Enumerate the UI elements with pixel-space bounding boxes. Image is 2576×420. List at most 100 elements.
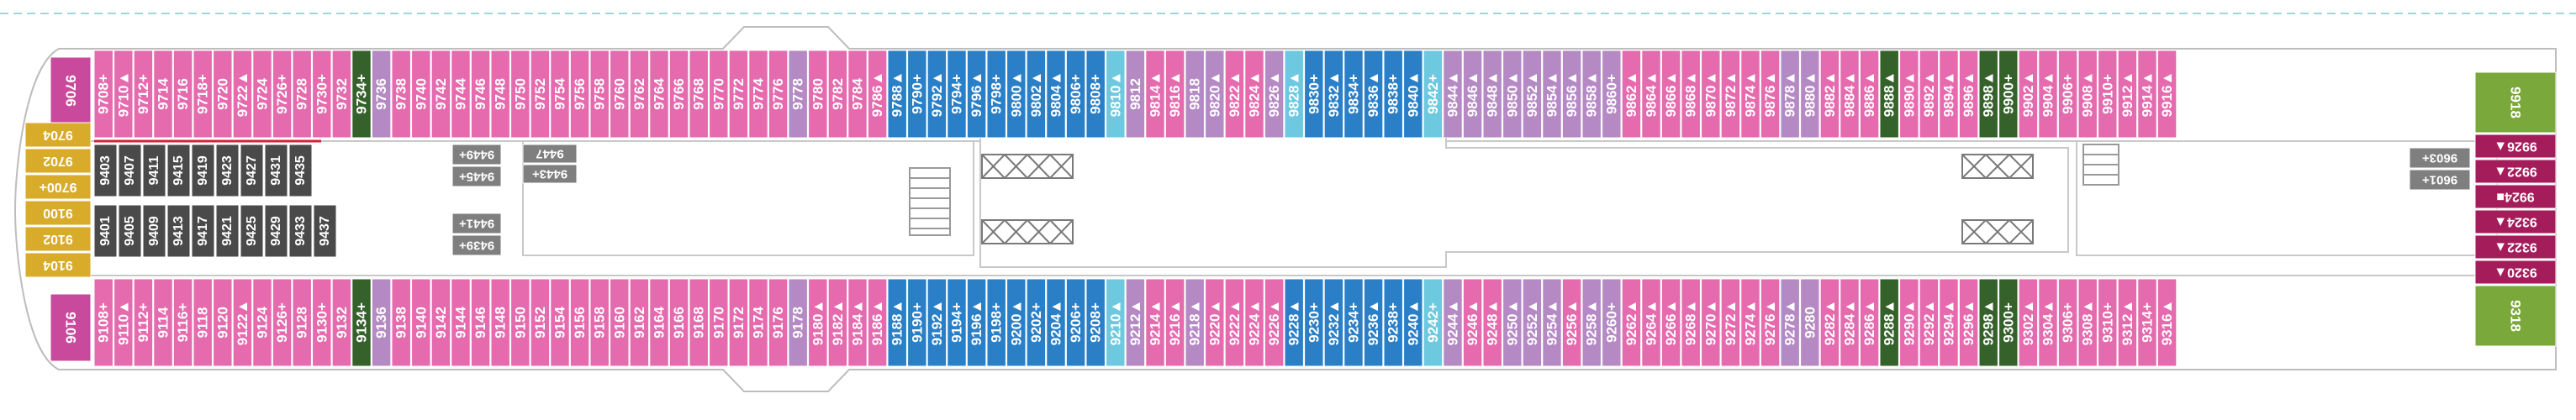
cabin-9914[interactable]: 9914▲ (2137, 50, 2157, 139)
cabin-9172[interactable]: 9172 (728, 278, 749, 367)
cabin-9758[interactable]: 9758 (589, 50, 610, 139)
cabin-9403[interactable]: 9403 (93, 144, 118, 197)
cabin-9830[interactable]: 9830+ (1304, 50, 1324, 139)
cabin-9280[interactable]: 9280 (1800, 278, 1820, 367)
cabin-9780[interactable]: 9780 (808, 50, 828, 139)
cabin-9433[interactable]: 9433 (288, 204, 313, 258)
cabin-9314[interactable]: 9314+ (2137, 278, 2157, 367)
cabin-9108[interactable]: 9108+ (93, 278, 113, 367)
cabin-9431[interactable]: 9431 (264, 144, 288, 197)
cabin-9876[interactable]: 9876▲ (1760, 50, 1781, 139)
cabin-9716[interactable]: 9716 (172, 50, 193, 139)
cabin-9276[interactable]: 9276▲ (1760, 278, 1781, 367)
cabin-9854[interactable]: 9854▲ (1542, 50, 1562, 139)
cabin-9700[interactable]: 9700+ (24, 174, 92, 200)
cabin-9156[interactable]: 9156 (569, 278, 590, 367)
cabin-9734[interactable]: 9734+ (351, 50, 372, 139)
cabin-9810[interactable]: 9810▲ (1106, 50, 1126, 139)
cabin-9866[interactable]: 9866▲ (1660, 50, 1681, 139)
cabin-9720[interactable]: 9720 (213, 50, 233, 139)
cabin-9268[interactable]: 9268▲ (1681, 278, 1701, 367)
cabin-9718[interactable]: 9718+ (193, 50, 213, 139)
cabin-9196[interactable]: 9196▲ (966, 278, 987, 367)
cabin-9148[interactable]: 9148 (490, 278, 510, 367)
cabin-9170[interactable]: 9170 (709, 278, 729, 367)
cabin-9786[interactable]: 9786▲ (867, 50, 888, 139)
cabin-9190[interactable]: 9190+ (907, 278, 927, 367)
cabin-9174[interactable]: 9174 (748, 278, 768, 367)
cabin-9226[interactable]: 9226▲ (1264, 278, 1285, 367)
cabin-9900[interactable]: 9900+ (1998, 50, 2019, 139)
cabin-9272[interactable]: 9272▲ (1720, 278, 1741, 367)
cabin-9838[interactable]: 9838+ (1383, 50, 1403, 139)
cabin-9439[interactable]: 9439+ (451, 234, 502, 256)
cabin-9910[interactable]: 9910+ (2098, 50, 2118, 139)
cabin-9824[interactable]: 9824▲ (1244, 50, 1264, 139)
cabin-9912[interactable]: 9912▲ (2117, 50, 2138, 139)
cabin-9136[interactable]: 9136 (371, 278, 392, 367)
cabin-9122[interactable]: 9122▲ (232, 278, 253, 367)
cabin-9728[interactable]: 9728 (292, 50, 312, 139)
cabin-9248[interactable]: 9248▲ (1482, 278, 1502, 367)
cabin-9284[interactable]: 9284▲ (1840, 278, 1860, 367)
cabin-9425[interactable]: 9425 (240, 204, 264, 258)
cabin-9413[interactable]: 9413 (166, 204, 191, 258)
cabin-9417[interactable]: 9417 (191, 204, 215, 258)
cabin-9260[interactable]: 9260+ (1602, 278, 1622, 367)
cabin-9878[interactable]: 9878▲ (1780, 50, 1800, 139)
cabin-9152[interactable]: 9152 (530, 278, 551, 367)
cabin-9766[interactable]: 9766 (668, 50, 689, 139)
cabin-9772[interactable]: 9772 (728, 50, 749, 139)
cabin-9162[interactable]: 9162 (629, 278, 650, 367)
cabin-9603[interactable]: 9603+ (2409, 147, 2471, 169)
cabin-9128[interactable]: 9128 (292, 278, 312, 367)
cabin-9164[interactable]: 9164 (649, 278, 669, 367)
cabin-9804[interactable]: 9804▲ (1046, 50, 1066, 139)
cabin-9252[interactable]: 9252▲ (1522, 278, 1543, 367)
cabin-9423[interactable]: 9423 (215, 144, 240, 197)
cabin-9256[interactable]: 9256▲ (1561, 278, 1582, 367)
cabin-9407[interactable]: 9407 (118, 144, 142, 197)
cabin-9401[interactable]: 9401 (93, 204, 118, 258)
cabin-9405[interactable]: 9405 (118, 204, 142, 258)
cabin-9186[interactable]: 9186▲ (867, 278, 888, 367)
cabin-9858[interactable]: 9858▲ (1581, 50, 1602, 139)
cabin-9106[interactable]: 9106 (50, 293, 92, 362)
cabin-9870[interactable]: 9870▲ (1701, 50, 1721, 139)
cabin-9443[interactable]: 9443+ (522, 164, 578, 184)
cabin-9856[interactable]: 9856▲ (1561, 50, 1582, 139)
cabin-9264[interactable]: 9264▲ (1641, 278, 1661, 367)
cabin-9102[interactable]: 9102 (24, 226, 92, 252)
cabin-9800[interactable]: 9800▲ (1006, 50, 1027, 139)
cabin-9126[interactable]: 9126+ (272, 278, 293, 367)
cabin-9738[interactable]: 9738 (391, 50, 411, 139)
cabin-9236[interactable]: 9236▲ (1363, 278, 1384, 367)
cabin-9886[interactable]: 9886▲ (1859, 50, 1880, 139)
cabin-9864[interactable]: 9864▲ (1641, 50, 1661, 139)
cabin-9808[interactable]: 9808+ (1085, 50, 1106, 139)
cabin-9796[interactable]: 9796▲ (966, 50, 987, 139)
cabin-9828[interactable]: 9828▲ (1284, 50, 1304, 139)
cabin-9736[interactable]: 9736 (371, 50, 392, 139)
cabin-9898[interactable]: 9898▲ (1978, 50, 1998, 139)
cabin-9852[interactable]: 9852▲ (1522, 50, 1543, 139)
cabin-9742[interactable]: 9742 (430, 50, 451, 139)
cabin-9218[interactable]: 9218▲ (1185, 278, 1205, 367)
cabin-9756[interactable]: 9756 (569, 50, 590, 139)
cabin-9826[interactable]: 9826▲ (1264, 50, 1285, 139)
cabin-9320[interactable]: 9320▲ (2474, 260, 2557, 285)
cabin-9770[interactable]: 9770 (709, 50, 729, 139)
cabin-9419[interactable]: 9419 (191, 144, 215, 197)
cabin-9144[interactable]: 9144 (451, 278, 471, 367)
cabin-9812[interactable]: 9812 (1125, 50, 1146, 139)
cabin-9208[interactable]: 9208+ (1085, 278, 1106, 367)
cabin-9784[interactable]: 9784 (847, 50, 868, 139)
cabin-9302[interactable]: 9302▲ (2018, 278, 2039, 367)
cabin-9794[interactable]: 9794+ (947, 50, 967, 139)
cabin-9740[interactable]: 9740 (411, 50, 431, 139)
cabin-9168[interactable]: 9168 (689, 278, 709, 367)
cabin-9782[interactable]: 9782 (827, 50, 848, 139)
cabin-9270[interactable]: 9270▲ (1701, 278, 1721, 367)
cabin-9266[interactable]: 9266▲ (1660, 278, 1681, 367)
cabin-9244[interactable]: 9244▲ (1443, 278, 1463, 367)
